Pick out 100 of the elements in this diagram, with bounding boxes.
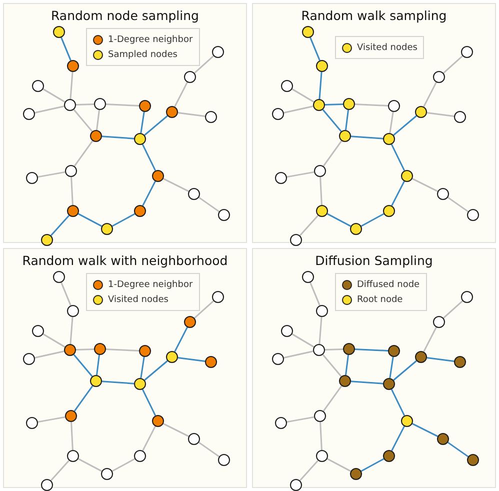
graph-node [467, 209, 479, 221]
graph-node [339, 375, 351, 387]
graph-edge [426, 357, 454, 362]
graph-node [188, 433, 200, 445]
graph-edge [144, 115, 168, 136]
graph-edge [70, 316, 74, 344]
graph-edge [42, 333, 66, 348]
graph-edge [310, 282, 320, 306]
graph-edge [142, 389, 156, 416]
graph-edge [447, 196, 469, 212]
graph-edge [102, 380, 134, 384]
graph-edge [354, 104, 388, 106]
graph-node [65, 410, 77, 422]
graph-node [383, 378, 395, 390]
graph-node [290, 479, 302, 491]
graph-edge [74, 140, 94, 167]
graph-node [205, 356, 217, 368]
graph-edge [198, 442, 220, 458]
panel-title: Random walk with neighborhood [22, 253, 228, 268]
graph-node [205, 111, 217, 123]
graph-edge [442, 300, 464, 319]
graph-edge [42, 88, 66, 103]
graph-edge [286, 416, 314, 423]
graph-edge [284, 106, 314, 114]
graph-node [53, 26, 65, 38]
graph-edge [70, 176, 74, 206]
graph-node [415, 106, 427, 118]
graph-edge [310, 37, 320, 61]
graph-edge [96, 110, 100, 130]
graph-edge [38, 416, 66, 423]
graph-node [272, 353, 284, 365]
graph-edge [345, 110, 349, 130]
graph-edge [299, 460, 319, 482]
graph-node [218, 209, 230, 221]
graph-edge [324, 103, 344, 106]
graph-node [454, 111, 466, 123]
graph-node [339, 130, 351, 142]
graph-node [23, 108, 35, 120]
graph-node [134, 133, 146, 145]
graph-edge [194, 300, 214, 319]
graph-node [184, 71, 196, 83]
graph-node [302, 26, 314, 38]
legend-label: Visited nodes [357, 42, 418, 52]
graph-edge [112, 458, 136, 472]
graph-node [313, 99, 325, 111]
graph-node [188, 188, 200, 200]
graph-node [454, 356, 466, 368]
graph-edge [360, 213, 384, 227]
graph-edge [112, 213, 136, 227]
graph-edge [174, 82, 188, 107]
graph-edge [393, 360, 417, 381]
graph-edge [60, 37, 72, 61]
graph-node [184, 316, 196, 328]
graph-node [166, 351, 178, 363]
graph-node [313, 344, 325, 356]
graph-node [388, 345, 400, 357]
graph-node [302, 271, 314, 283]
panel-title: Random node sampling [51, 8, 199, 23]
graph-edge [142, 181, 156, 206]
graph-edge [74, 385, 94, 412]
graph-edge [76, 103, 94, 106]
graph-node [64, 344, 76, 356]
graph-edge [423, 327, 437, 352]
graph-node [32, 80, 44, 92]
graph-node [67, 60, 79, 72]
graph-node [275, 172, 287, 184]
graph-edge [142, 144, 156, 171]
graph-node [316, 205, 328, 217]
graph-node [90, 375, 102, 387]
graph-node [401, 415, 413, 427]
graph-edge [322, 140, 342, 167]
graph-edge [326, 213, 352, 227]
graph-node [272, 108, 284, 120]
graph-node [383, 205, 395, 217]
graph-node [65, 165, 77, 177]
graph-edge [198, 196, 220, 212]
graph-edge [390, 144, 406, 171]
graph-node [139, 345, 151, 357]
graph-edge [144, 360, 168, 381]
graph-edge [178, 112, 206, 117]
graph-edge [391, 181, 405, 206]
graph-edge [78, 213, 102, 227]
graph-node [461, 46, 473, 58]
graph-edge [70, 422, 74, 450]
graph-edge [163, 423, 189, 437]
graph-edge [299, 214, 319, 236]
graph-node [134, 450, 146, 462]
graph-panel [252, 3, 496, 243]
graph-edge [286, 171, 314, 178]
graph-node [67, 450, 79, 462]
graph-node [433, 316, 445, 328]
graph-node [101, 468, 113, 480]
graph-node [314, 410, 326, 422]
graph-edge [326, 458, 352, 472]
legend-label: Sampled nodes [108, 50, 178, 60]
graph-node [314, 165, 326, 177]
graph-node [467, 454, 479, 466]
graph-node [433, 71, 445, 83]
graph-node [281, 80, 293, 92]
graph-edge [73, 109, 93, 132]
